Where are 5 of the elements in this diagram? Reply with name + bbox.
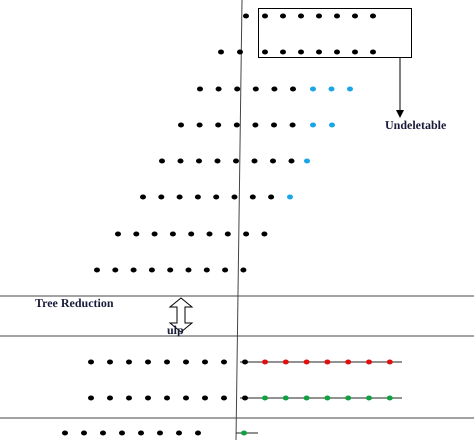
arrow	[396, 58, 404, 118]
highlight-box	[258, 8, 412, 58]
callout-text: Undeletable	[385, 118, 446, 133]
annotation-text: Tree Reduction	[35, 296, 114, 311]
annotation-text: ulp	[167, 323, 184, 338]
